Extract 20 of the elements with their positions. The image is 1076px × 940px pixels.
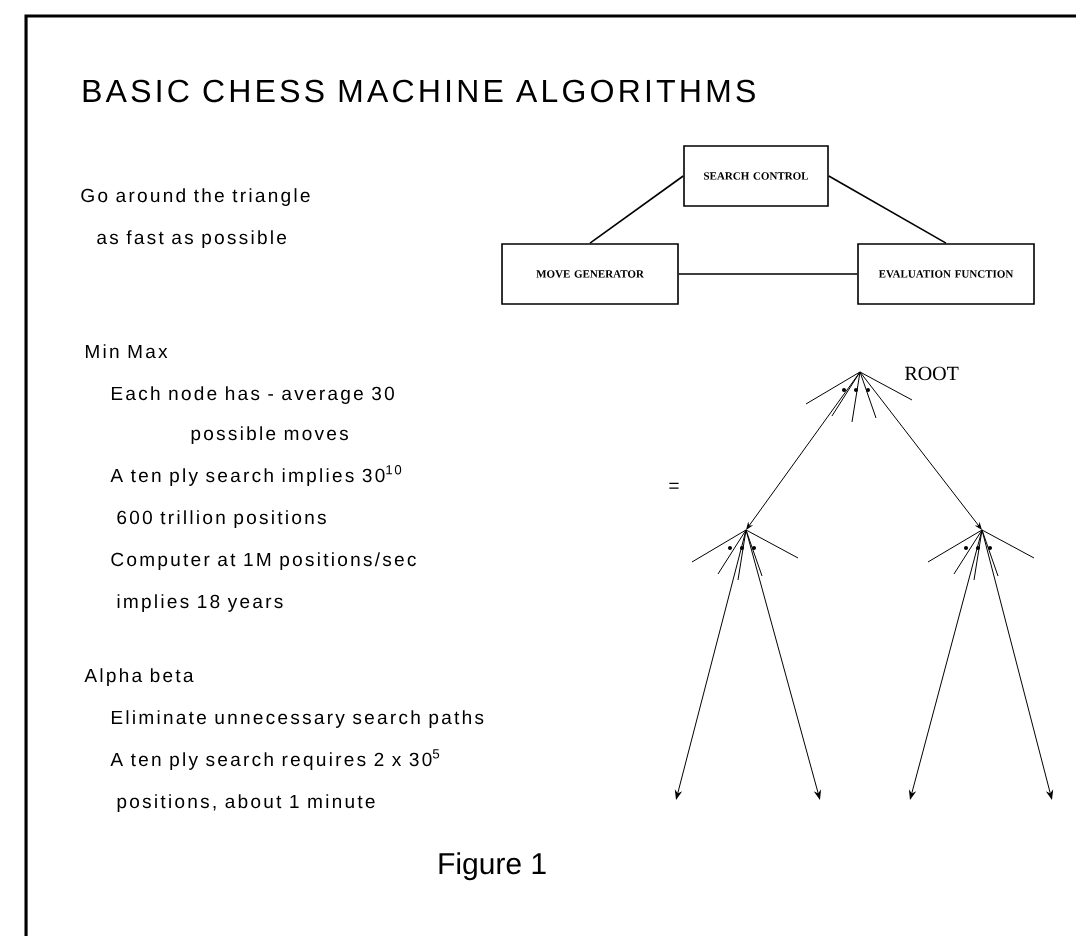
text-line: possible moves [191, 426, 348, 444]
text-line: implies 18 years [117, 594, 283, 612]
text-line: ROOT [904, 366, 959, 381]
text-line: positions, about 1 minute [117, 794, 375, 812]
text-line: = [669, 482, 679, 489]
text-line: Min Max [86, 344, 168, 359]
text-line: A ten ply search implies 30$^{10}$ [110, 465, 402, 486]
text-line: 600 trillion positions [117, 510, 326, 528]
text-line: as fast as possible [97, 230, 287, 248]
connector-line [678, 273, 858, 275]
text-line: Computer at 1M positions/sec [111, 552, 416, 570]
figure-caption: Figure 1 [439, 852, 546, 881]
text-line: A ten ply search requires 2 x 30$^{5}$ [110, 749, 440, 770]
text-line: Alpha beta [84, 668, 194, 686]
text-line: Go around the triangle [81, 188, 310, 206]
text-line: Eliminate unnecessary search paths [112, 710, 484, 728]
connector-line [828, 175, 947, 244]
connector-line [589, 175, 684, 244]
title: BASIC CHESS MACHINE ALGORITHMS [83, 79, 755, 103]
text-line: Each node has - average 30 [112, 386, 394, 404]
